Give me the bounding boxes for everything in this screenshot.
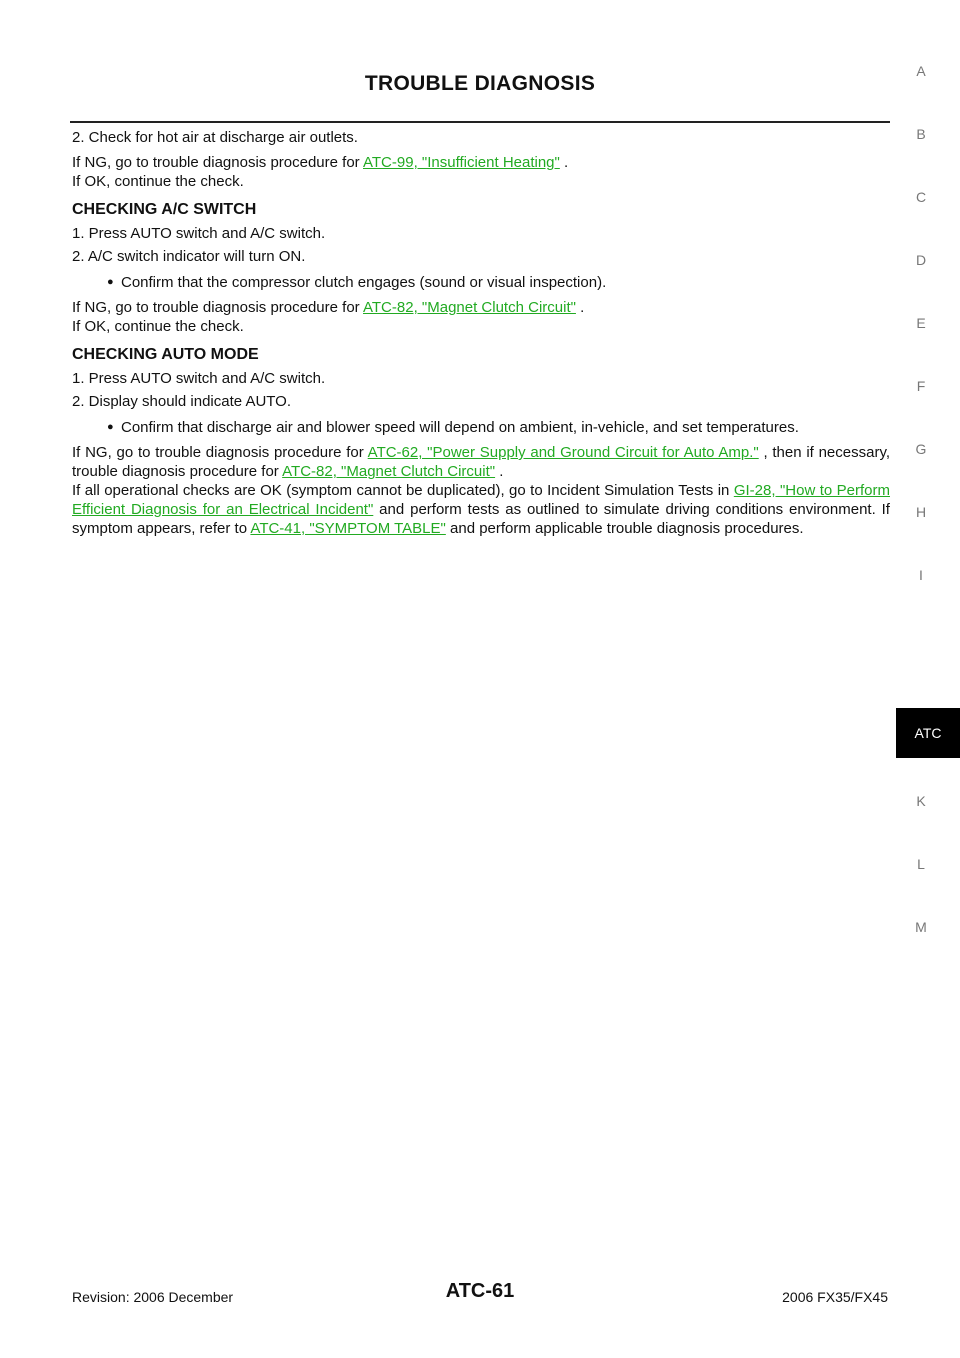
intro-ng-prefix: If NG, go to trouble diagnosis procedure… — [72, 154, 363, 171]
side-index-e[interactable]: E — [916, 315, 926, 331]
page-title: TROUBLE DIAGNOSIS — [364, 72, 596, 95]
heading-checking-ac-switch: CHECKING A/C SWITCH — [72, 201, 257, 218]
link-gi-28[interactable]: GI-28, "How to Perform Efficient Diagnos… — [72, 482, 890, 518]
ac-switch-ng-line: If NG, go to trouble diagnosis procedure… — [72, 298, 890, 317]
link-atc-82-b[interactable]: ATC-82, "Magnet Clutch Circuit" — [282, 463, 496, 480]
auto-mode-ng-paragraph: If NG, go to trouble diagnosis procedure… — [72, 443, 890, 481]
side-index-c[interactable]: C — [915, 189, 927, 205]
bullet-icon: ● — [107, 276, 114, 288]
side-index-atc-active[interactable]: ATC — [896, 708, 960, 758]
footer-page-number: ATC-61 — [445, 1280, 515, 1302]
ac-switch-ok-line: If OK, continue the check. — [72, 318, 244, 335]
auto-mode-final-suffix: and perform applicable trouble diagnosis… — [445, 520, 804, 537]
ac-switch-ng-prefix: If NG, go to trouble diagnosis procedure… — [72, 299, 363, 316]
title-divider — [70, 121, 890, 123]
intro-ng-line: If NG, go to trouble diagnosis procedure… — [72, 153, 890, 172]
ac-switch-ng-suffix: . — [575, 299, 585, 316]
footer-model: 2006 FX35/FX45 — [782, 1289, 888, 1305]
side-index-g[interactable]: G — [915, 441, 927, 457]
bullet-icon: ● — [107, 421, 114, 433]
document-body: 2. Check for hot air at discharge air ou… — [72, 128, 890, 538]
side-index-k[interactable]: K — [916, 793, 926, 809]
link-atc-41[interactable]: ATC-41, "SYMPTOM TABLE" — [250, 520, 446, 537]
side-index-l[interactable]: L — [917, 856, 925, 872]
ac-switch-bullet-text: Confirm that the compressor clutch engag… — [121, 274, 607, 291]
auto-mode-final-paragraph: If all operational checks are OK (sympto… — [72, 481, 890, 538]
auto-mode-ng-mid: , then if necessary, trouble diagnosis p… — [72, 444, 891, 480]
side-index-h[interactable]: H — [915, 504, 927, 520]
intro-ok-line: If OK, continue the check. — [72, 173, 244, 190]
side-index-d[interactable]: D — [915, 252, 927, 268]
auto-mode-step-2: 2. Display should indicate AUTO. — [72, 393, 292, 410]
auto-mode-bullet-text: Confirm that discharge air and blower sp… — [121, 419, 799, 436]
intro-step-2: 2. Check for hot air at discharge air ou… — [72, 129, 358, 146]
side-index-b[interactable]: B — [916, 126, 926, 142]
link-atc-62[interactable]: ATC-62, "Power Supply and Ground Circuit… — [367, 444, 759, 461]
auto-mode-ng-prefix: If NG, go to trouble diagnosis procedure… — [72, 444, 368, 461]
footer-revision: Revision: 2006 December — [72, 1289, 234, 1305]
side-index-a[interactable]: A — [916, 63, 926, 79]
link-atc-99[interactable]: ATC-99, "Insufficient Heating" — [363, 154, 560, 171]
ac-switch-step-2: 2. A/C switch indicator will turn ON. — [72, 248, 306, 265]
auto-mode-bullet: ● Confirm that discharge air and blower s… — [72, 418, 890, 437]
auto-mode-final-prefix: If all operational checks are OK (sympto… — [72, 482, 734, 499]
side-index-f[interactable]: F — [916, 378, 926, 394]
heading-checking-auto-mode: CHECKING AUTO MODE — [72, 346, 259, 363]
intro-ng-suffix: . — [559, 154, 569, 171]
auto-mode-step-1: 1. Press AUTO switch and A/C switch. — [72, 370, 326, 387]
side-index-i[interactable]: I — [919, 567, 923, 583]
link-atc-82-a[interactable]: ATC-82, "Magnet Clutch Circuit" — [363, 299, 576, 316]
ac-switch-bullet: ● Confirm that the compressor clutch enga… — [72, 273, 890, 292]
auto-mode-final-mid: and perform tests as outlined to simulat… — [72, 501, 890, 537]
ac-switch-step-1: 1. Press AUTO switch and A/C switch. — [72, 225, 326, 242]
side-index-m[interactable]: M — [915, 919, 927, 935]
auto-mode-ng-suffix: . — [495, 463, 504, 480]
